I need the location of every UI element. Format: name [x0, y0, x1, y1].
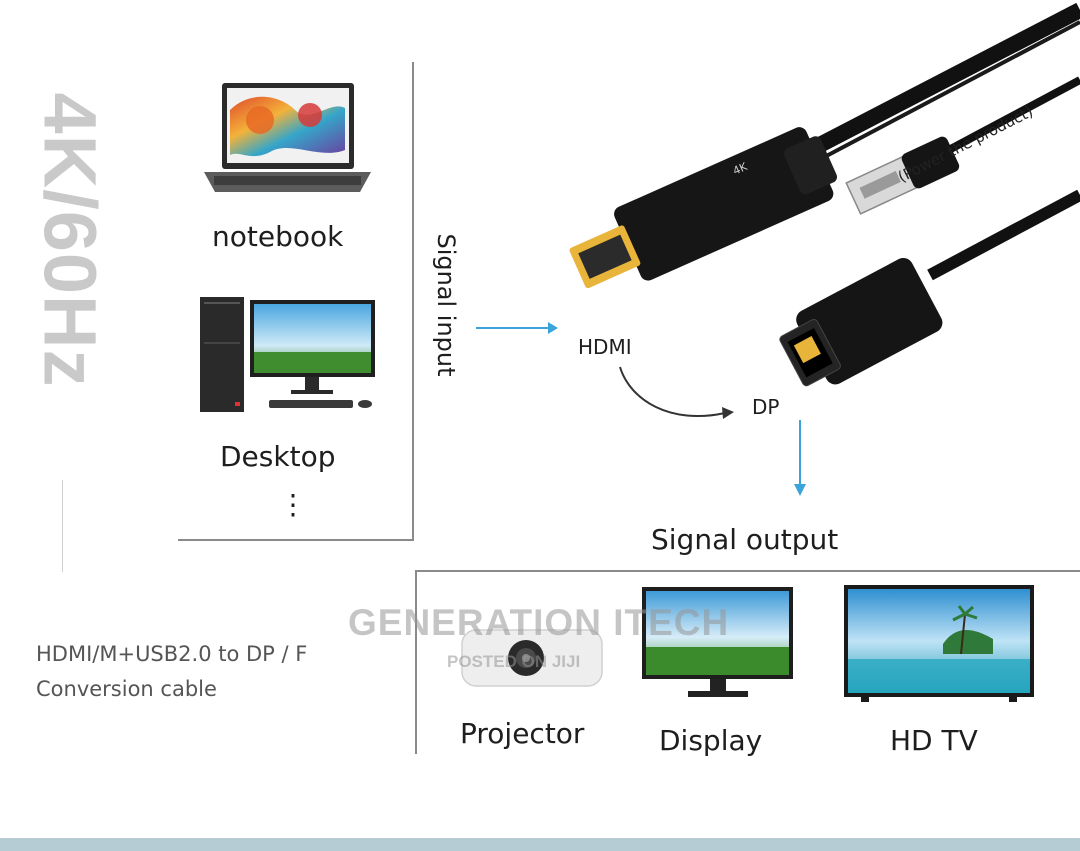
output-arrow	[794, 420, 806, 496]
watermark-note: POSTED ON JIJI	[447, 652, 581, 671]
spec-title: 4K/60Hz	[20, 60, 120, 420]
projector-icon	[461, 629, 603, 687]
more-sources-indicator: ⋮	[279, 488, 307, 521]
signal-input-label: Signal input	[416, 200, 476, 410]
source-box-bottom-border	[178, 539, 414, 541]
product-description-line1: HDMI/M+USB2.0 to DP / F	[36, 642, 308, 666]
hdmi-label: HDMI	[578, 335, 632, 359]
divider-left	[62, 480, 63, 572]
source-name-notebook: notebook	[212, 220, 344, 253]
output-box-left-border	[415, 570, 417, 754]
desktop-computer-icon	[200, 297, 375, 412]
hdmi-to-dp-arrow	[619, 366, 734, 419]
signal-output-label: Signal output	[651, 523, 839, 556]
output-name-display: Display	[659, 724, 763, 757]
output-name-hd-tv: HD TV	[890, 724, 978, 757]
output-box-top-border	[415, 570, 1080, 572]
adapter-cable-illustration: 4K	[569, 2, 1080, 387]
bottom-edge-bar	[0, 838, 1080, 851]
dp-label: DP	[752, 395, 780, 419]
product-description-line2: Conversion cable	[36, 677, 217, 701]
tv-icon	[844, 585, 1034, 702]
source-box-right-border	[412, 62, 414, 540]
monitor-icon	[642, 587, 793, 697]
watermark-brand: GENERATION ITECH	[348, 602, 730, 643]
output-name-projector: Projector	[460, 717, 585, 750]
laptop-icon	[204, 83, 371, 192]
spec-title-text: 4K/60Hz	[28, 92, 112, 388]
signal-input-text: Signal input	[432, 233, 460, 377]
hdmi-plug-text: 4K	[731, 160, 750, 178]
source-name-desktop: Desktop	[220, 440, 336, 473]
input-arrow	[476, 322, 558, 334]
